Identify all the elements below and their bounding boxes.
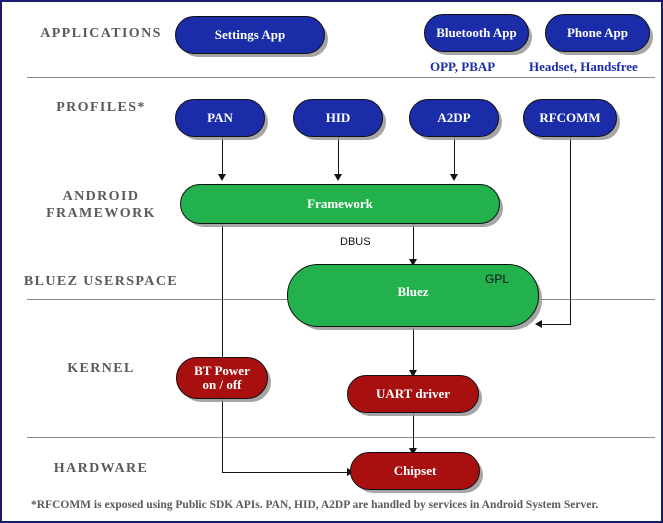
- layer-label-kernel: KERNEL: [67, 361, 135, 376]
- connector-uart-to-chipset: [413, 412, 414, 452]
- connector-rfcomm-vertical: [570, 137, 571, 325]
- connector-pan-to-framework: [222, 137, 223, 177]
- caption-phone-app-profiles: Headset, Handsfree: [529, 59, 638, 74]
- annotation-dbus: DBUS: [340, 236, 371, 248]
- arrowhead-framework-to-bluez: [409, 259, 417, 266]
- node-framework[interactable]: Framework: [180, 184, 500, 224]
- node-hid[interactable]: HID: [293, 99, 383, 137]
- connector-bluez-to-uart: [413, 327, 414, 375]
- connector-rfcomm-horizontal: [542, 324, 571, 325]
- footnote-text: *RFCOMM is exposed using Public SDK APIs…: [31, 499, 599, 511]
- layer-label-bluez-userspace: BLUEZ USERSPACE: [23, 274, 179, 289]
- caption-bluetooth-app-profiles: OPP, PBAP: [430, 59, 496, 74]
- layer-label-applications: APPLICATIONS: [40, 26, 162, 41]
- layer-label-profiles: PROFILES*: [56, 100, 146, 115]
- connector-a2dp-to-framework: [454, 137, 455, 177]
- node-uart-driver[interactable]: UART driver: [347, 375, 479, 413]
- connector-framework-to-chipset-horizontal: [222, 472, 352, 473]
- node-phone-app[interactable]: Phone App: [545, 14, 650, 52]
- node-bluez[interactable]: Bluez: [287, 264, 539, 327]
- arrowhead-hid-to-framework: [334, 174, 342, 181]
- node-rfcomm[interactable]: RFCOMM: [523, 99, 617, 137]
- layer-label-hardware: HARDWARE: [53, 461, 149, 476]
- arrowhead-pan-to-framework: [218, 174, 226, 181]
- layer-label-android-framework: ANDROID FRAMEWORK: [46, 189, 156, 221]
- node-bluetooth-app[interactable]: Bluetooth App: [424, 14, 529, 52]
- connector-framework-to-bluez: [413, 224, 414, 264]
- connector-hid-to-framework: [338, 137, 339, 177]
- arrowhead-a2dp-to-framework: [450, 174, 458, 181]
- divider-applications-profiles: [27, 77, 655, 78]
- node-chipset[interactable]: Chipset: [350, 452, 480, 490]
- node-pan[interactable]: PAN: [175, 99, 265, 137]
- divider-kernel-hardware: [27, 437, 655, 438]
- connector-framework-to-chipset-vertical: [222, 224, 223, 472]
- arrowhead-bluez-to-uart: [409, 370, 417, 377]
- node-settings-app[interactable]: Settings App: [175, 16, 325, 54]
- arrowhead-rfcomm-to-bluez: [535, 320, 542, 328]
- node-a2dp[interactable]: A2DP: [409, 99, 499, 137]
- annotation-gpl: GPL: [485, 272, 510, 286]
- node-bt-power[interactable]: BT Power on / off: [176, 357, 268, 399]
- arrowhead-uart-to-chipset: [409, 448, 417, 455]
